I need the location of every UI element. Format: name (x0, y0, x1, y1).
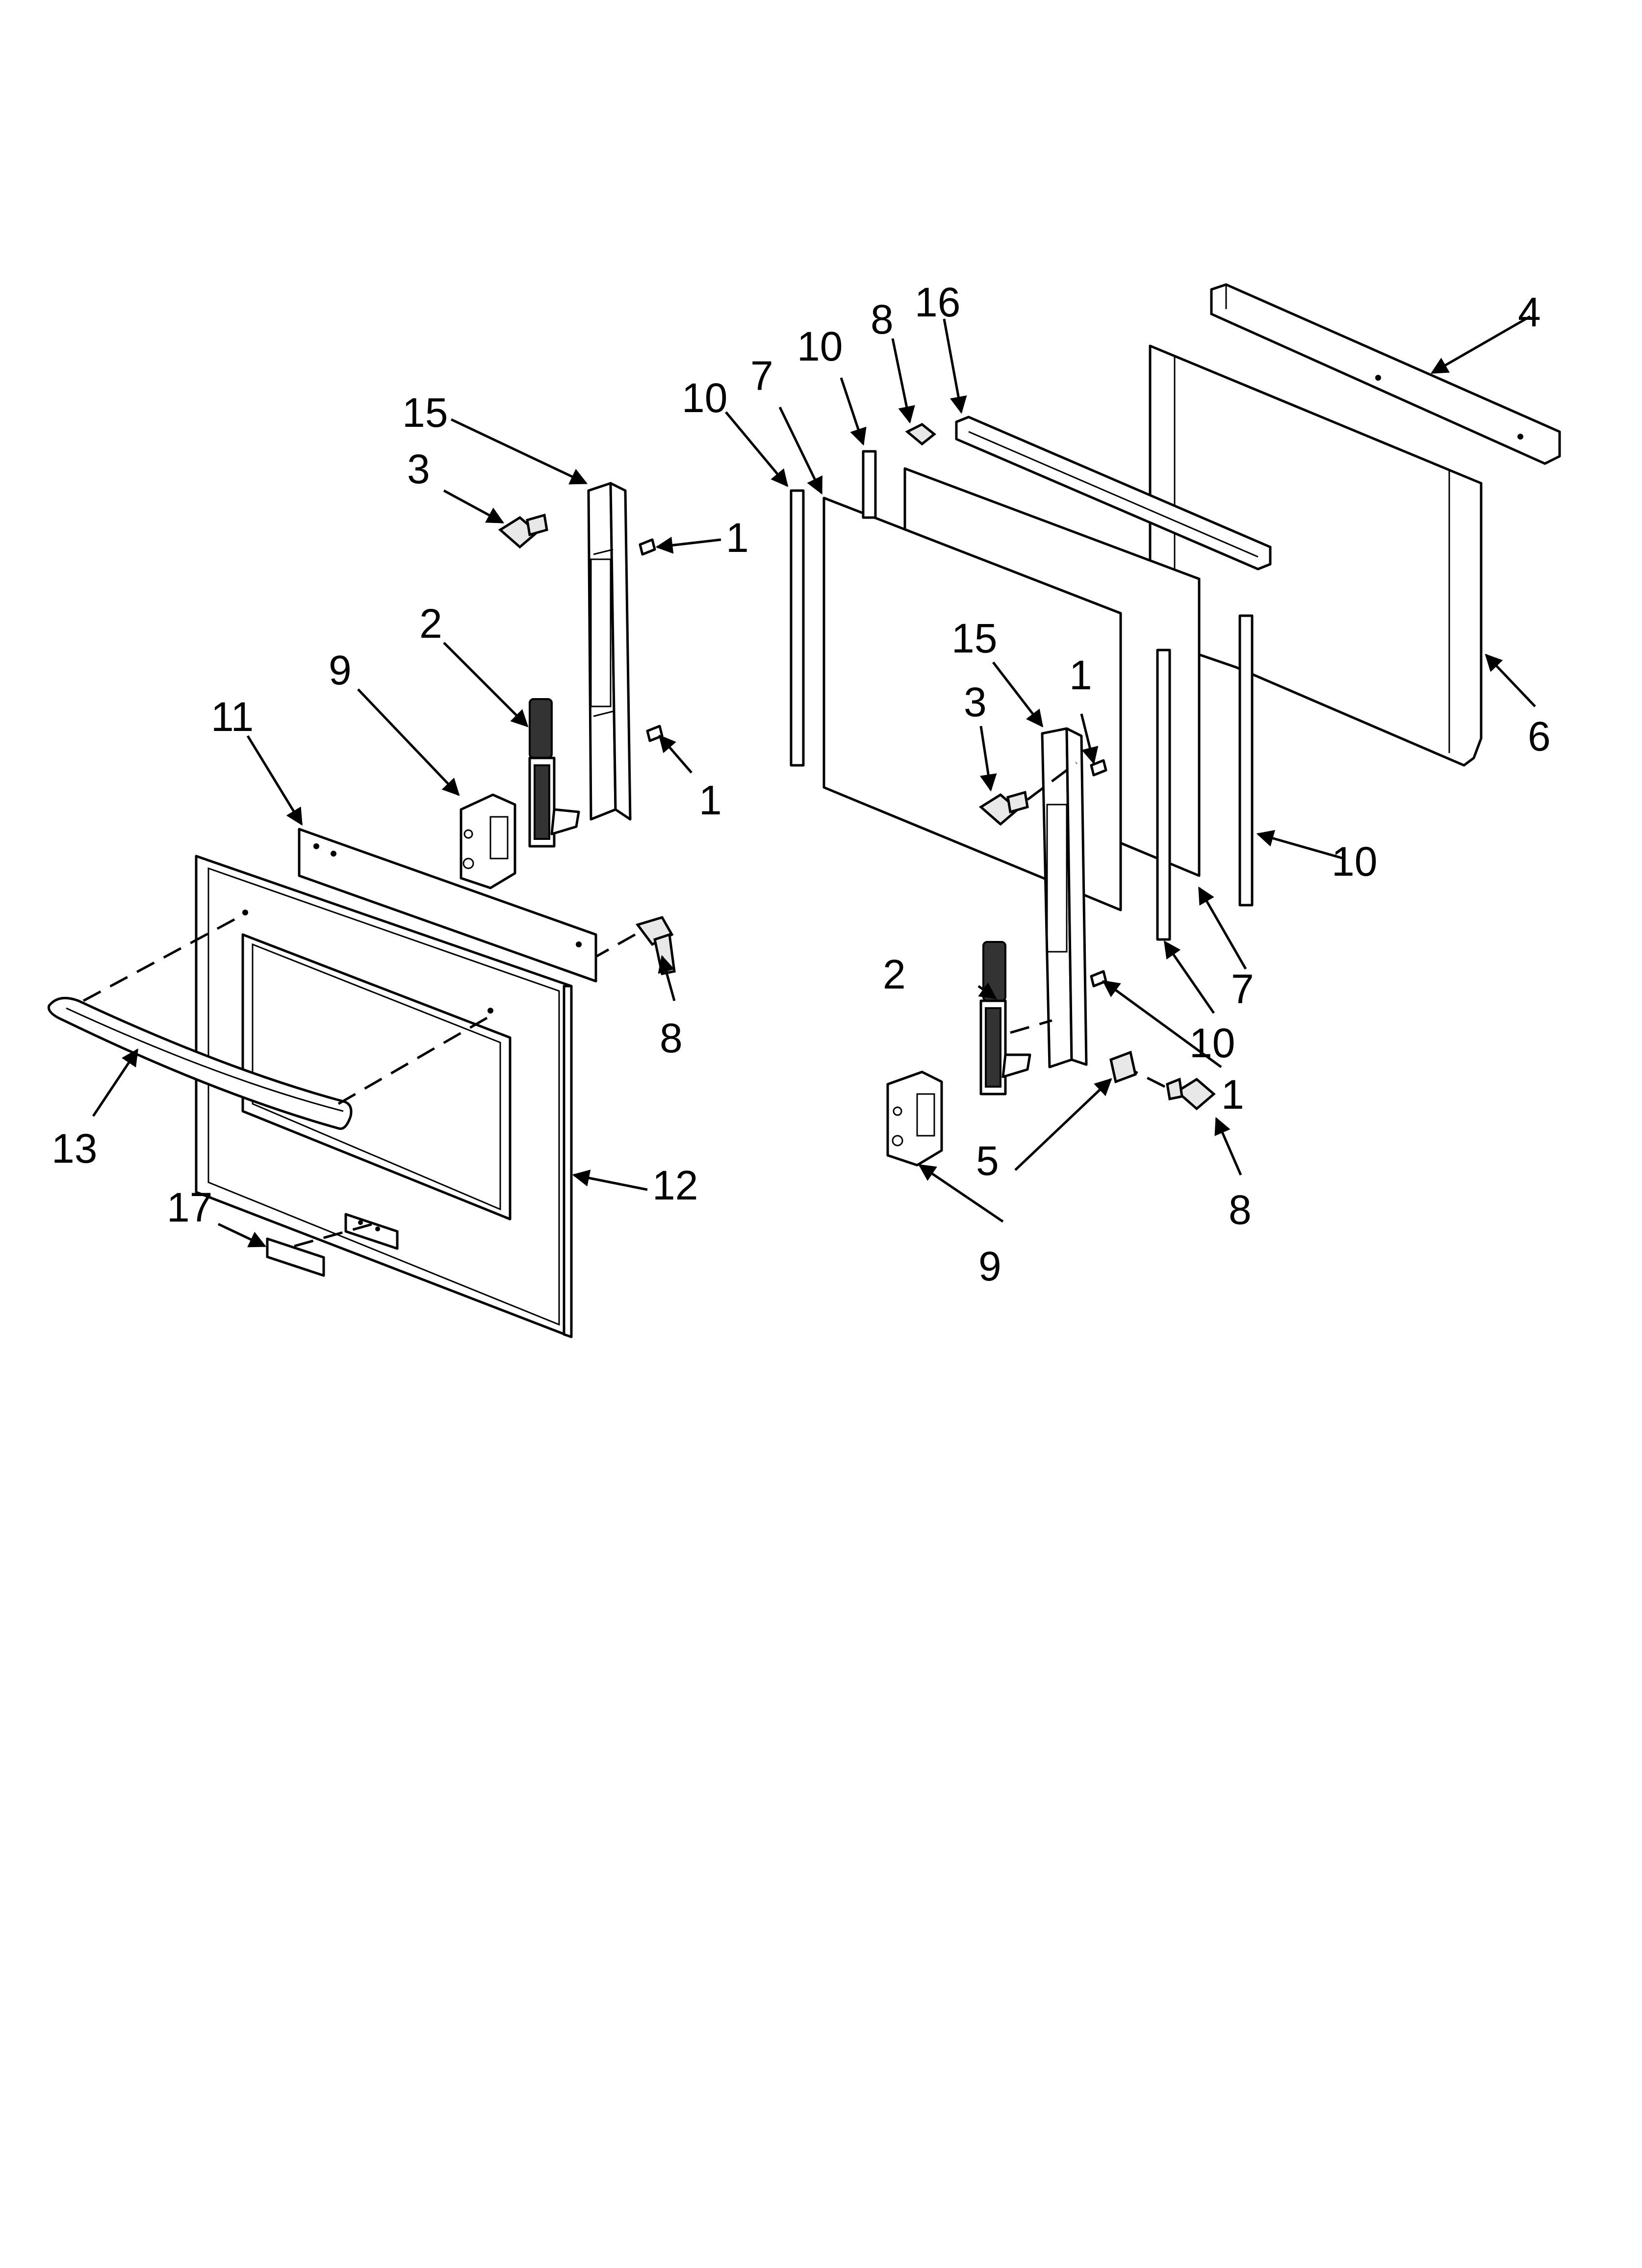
callout-15-left: 15 (402, 390, 448, 436)
leader-lines (92, 315, 1536, 1248)
callout-labels: 15 3 1 2 9 11 1 8 13 12 17 10 7 10 8 16 … (51, 279, 1551, 1289)
screw-top-left (498, 513, 548, 549)
bracket-right (886, 1070, 943, 1167)
callout-1-right-top: 1 (1069, 652, 1092, 698)
spacer-strip-3 (1238, 614, 1254, 907)
callout-10-b: 10 (797, 323, 843, 369)
hinge-spring-left (528, 698, 580, 848)
badge (266, 1237, 325, 1277)
callout-2-right: 2 (883, 951, 906, 997)
hinge-channel-left (587, 482, 632, 821)
callout-12: 12 (652, 1162, 698, 1208)
callout-13: 13 (51, 1125, 97, 1172)
callout-16: 16 (915, 279, 960, 325)
bracket-left (460, 793, 516, 889)
screw-left (635, 916, 676, 975)
door-handle (47, 996, 353, 1130)
top-channel (955, 416, 1272, 571)
callout-6: 6 (1528, 713, 1551, 759)
callout-1-left-bottom: 1 (699, 777, 722, 823)
hinge-spring-right (979, 941, 1031, 1095)
callout-10-d: 10 (1189, 1020, 1235, 1066)
trim-strip (298, 828, 597, 983)
badge-on-door (344, 1213, 399, 1250)
callout-3-right: 3 (964, 679, 987, 725)
callout-7-bottom: 7 (1231, 966, 1254, 1012)
callout-8-right: 8 (1229, 1187, 1252, 1233)
outer-door-panel (195, 855, 573, 1338)
callout-4: 4 (1518, 289, 1541, 335)
callout-2-left: 2 (419, 600, 442, 647)
clip-bottom-left (646, 725, 664, 742)
callout-9-left: 9 (329, 647, 352, 693)
callout-1-left-top: 1 (726, 515, 749, 561)
top-trim (1210, 283, 1561, 465)
callout-7-top: 7 (750, 353, 773, 399)
callout-15-right: 15 (951, 615, 997, 661)
callout-8-left: 8 (660, 1015, 683, 1061)
callout-3-left: 3 (407, 446, 430, 492)
callout-10-c: 10 (1332, 838, 1377, 885)
screw-top-right (905, 423, 937, 446)
callout-1-right-bottom: 1 (1221, 1071, 1244, 1118)
callout-5: 5 (976, 1138, 999, 1184)
clip-bottom-right (1090, 970, 1107, 988)
spacer-strip-1 (790, 489, 805, 767)
latch (1109, 1050, 1137, 1084)
callout-10-a: 10 (682, 375, 727, 421)
spacer-strip-2 (862, 450, 877, 519)
callout-11: 11 (211, 694, 254, 740)
screw-bottom-right (1166, 1077, 1216, 1111)
callout-8-top: 8 (871, 296, 894, 342)
spacer-strip-4 (1156, 649, 1171, 941)
screw-right (978, 790, 1029, 826)
clip-top-left (639, 538, 656, 556)
callout-17: 17 (167, 1184, 212, 1230)
callout-9-right: 9 (978, 1243, 1001, 1289)
hinge-channel-right (1041, 727, 1088, 1069)
